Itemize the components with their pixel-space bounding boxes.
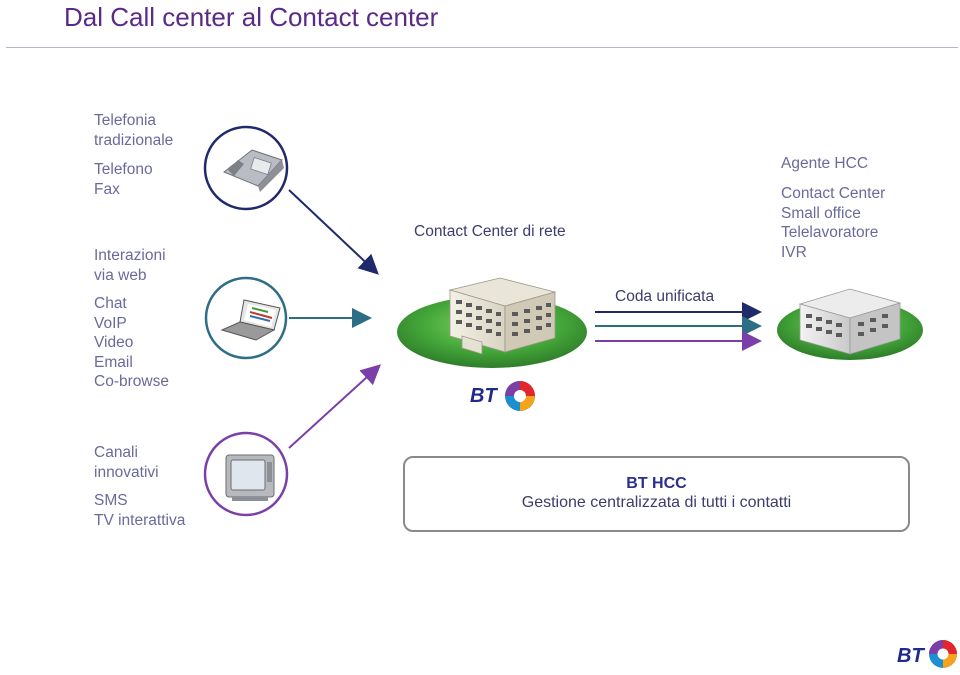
- web-interactions-heading: Interazioni via web: [94, 246, 166, 285]
- list-item: Telefono: [94, 161, 153, 178]
- page-title: Dal Call center al Contact center: [64, 2, 439, 32]
- heading-line: Telefonia: [94, 112, 157, 129]
- list-item: VoIP: [94, 314, 127, 332]
- list-item: Contact Center: [781, 185, 886, 202]
- list-item: Co-browse: [94, 373, 169, 390]
- bt-footer-logo-text: BT: [897, 645, 925, 667]
- list-item: TV interattiva: [94, 511, 186, 529]
- list-item: Telelavoratore: [781, 224, 879, 241]
- web-interactions-items: Chat VoIP Video Email Co-browse: [94, 294, 169, 392]
- traditional-telephony-heading: Telefonia tradizionale: [94, 111, 173, 150]
- list-item: Video: [94, 334, 134, 351]
- tv-icon: [225, 454, 275, 501]
- innovative-channels-items: SMS TV interattiva: [94, 491, 185, 530]
- agent-building-platform: [777, 288, 923, 360]
- title-divider: [6, 47, 958, 48]
- heading-line: tradizionale: [94, 131, 174, 149]
- list-item: IVR: [781, 243, 807, 261]
- unified-queue-arrows: [595, 302, 762, 351]
- list-item: Chat: [94, 295, 127, 312]
- bt-footer-piper-icon: [929, 640, 957, 668]
- bt-logo-center: BT: [470, 381, 535, 411]
- unified-queue-label: Coda unificata: [615, 288, 715, 305]
- network-contact-center-label: Contact Center di rete: [414, 223, 566, 240]
- list-item: Fax: [94, 180, 120, 198]
- center-building-platform: [397, 277, 587, 368]
- bt-logo-footer: BT: [897, 640, 957, 668]
- bt-hcc-box: BT HCC Gestione centralizzata di tutti i…: [403, 456, 910, 532]
- heading-line: Interazioni: [94, 247, 166, 264]
- bt-hcc-subtitle: Gestione centralizzata di tutti i contat…: [521, 494, 792, 511]
- list-item: SMS: [94, 492, 128, 509]
- phone-circle: [203, 125, 289, 211]
- tv-circle: [203, 431, 289, 517]
- bt-hcc-title: BT HCC: [626, 475, 687, 492]
- desk-phone-icon: [223, 149, 284, 192]
- laptop-circle: [204, 276, 288, 360]
- arrow-tv-to-center: [288, 364, 381, 449]
- bt-piper-icon: [505, 381, 535, 411]
- agent-types-list: Contact Center Small office Telelavorato…: [781, 184, 885, 262]
- innovative-channels-heading: Canali innovativi: [94, 443, 159, 482]
- traditional-telephony-items: Telefono Fax: [94, 160, 153, 199]
- heading-line: innovativi: [94, 463, 159, 481]
- agent-hcc-heading: Agente HCC: [781, 155, 869, 172]
- list-item: Small office: [781, 204, 861, 222]
- list-item: Email: [94, 353, 133, 371]
- heading-line: Canali: [94, 444, 138, 461]
- contact-center-building-icon: [448, 277, 557, 355]
- bt-logo-text: BT: [470, 385, 498, 407]
- laptop-icon: [220, 299, 281, 341]
- heading-line: via web: [94, 266, 147, 284]
- arrow-phone-to-center: [288, 189, 379, 275]
- agent-office-building-icon: [798, 288, 902, 355]
